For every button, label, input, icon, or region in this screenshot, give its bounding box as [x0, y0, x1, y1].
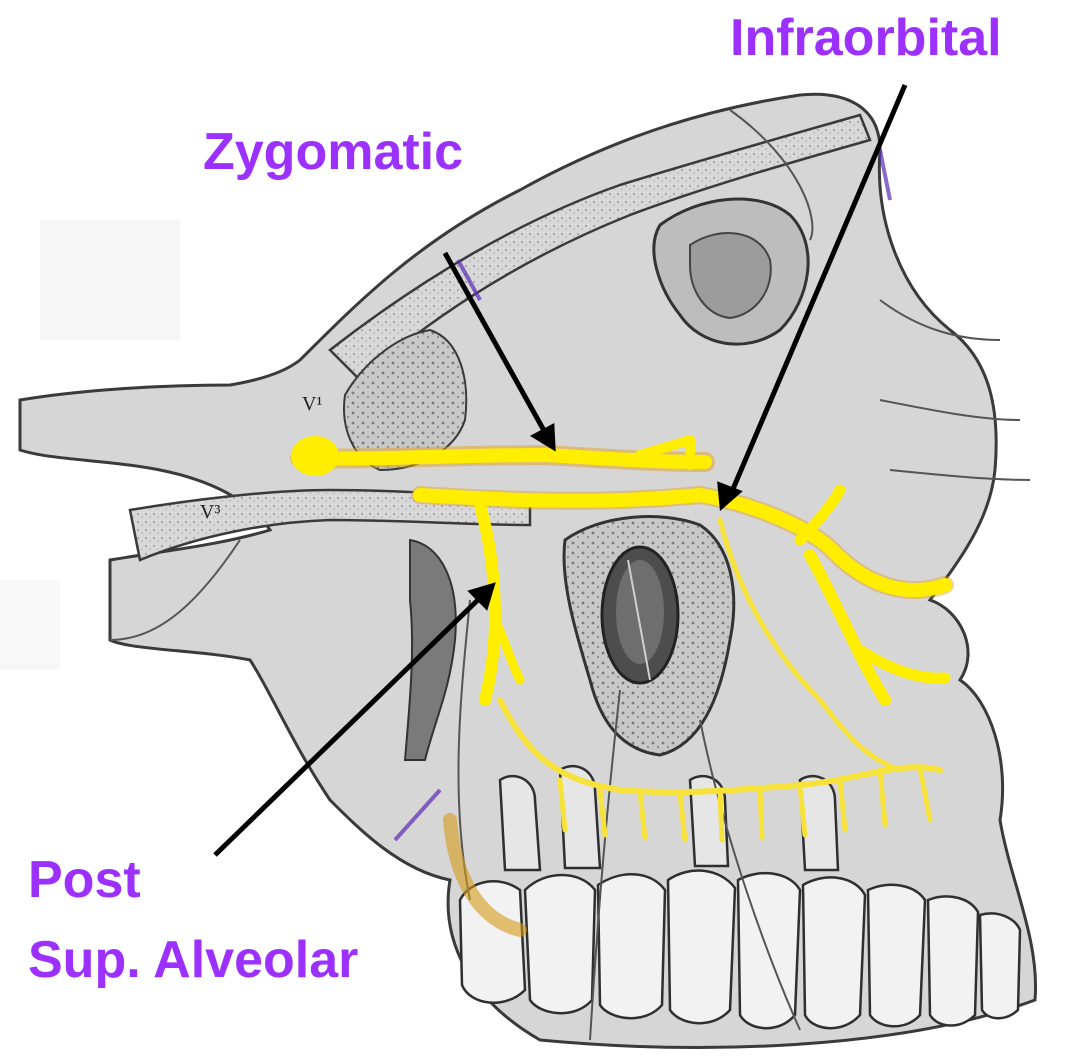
v1-label: V¹ [302, 393, 322, 415]
post-sup-alveolar-label-line2: Sup. Alveolar [28, 930, 358, 990]
infraorbital-label: Infraorbital [730, 8, 1002, 68]
zygomatic-label: Zygomatic [203, 122, 463, 182]
v3-label: V³ [200, 501, 220, 523]
post-sup-alveolar-label-line1: Post [28, 850, 141, 910]
